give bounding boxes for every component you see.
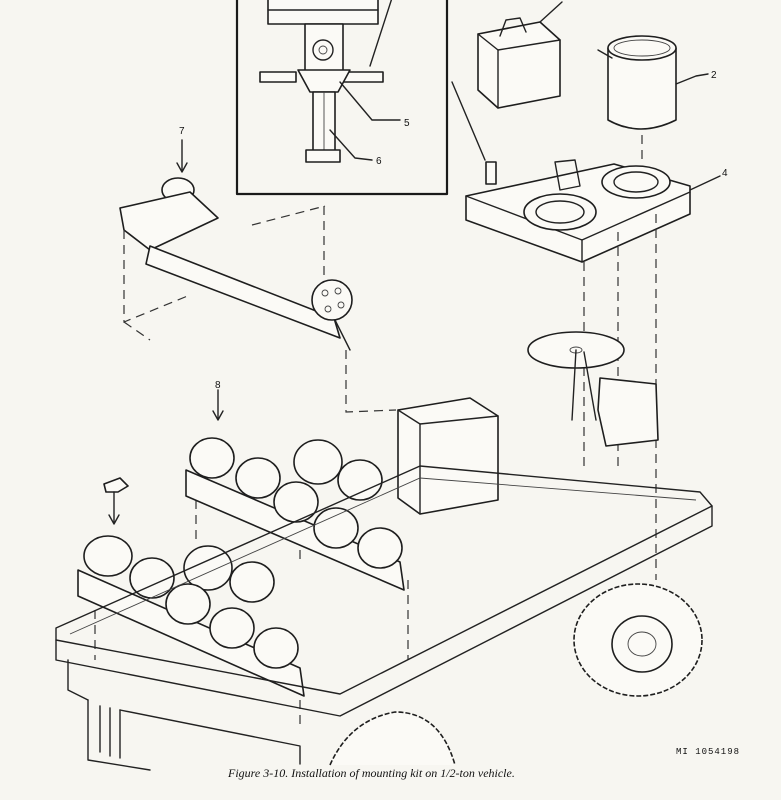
callout-item-4: 4 [722, 168, 728, 179]
item-4-mounting-plate [465, 159, 721, 263]
callout-item-5: 5 [404, 118, 410, 129]
inset-detail [235, 0, 449, 196]
callout-item-2: 2 [711, 70, 717, 81]
callout-item-8: 8 [215, 380, 221, 391]
figure-caption: Figure 3-10. Installation of mounting ki… [228, 766, 515, 780]
callouts: 2 4 5 6 7 8 [179, 70, 728, 391]
item-8-upper-rack [185, 389, 405, 591]
lower-rack [77, 477, 305, 697]
battery-box [451, 1, 563, 161]
callout-item-7: 7 [179, 126, 185, 137]
vehicle-body [55, 465, 713, 771]
vehicle-wheels [329, 583, 703, 766]
drawing-id: MI 1054198 [676, 747, 741, 757]
item-7-bar-assembly [119, 139, 353, 351]
steering-and-seat [397, 331, 659, 515]
callout-item-6: 6 [376, 156, 382, 167]
item-2-cylinder [597, 35, 709, 162]
